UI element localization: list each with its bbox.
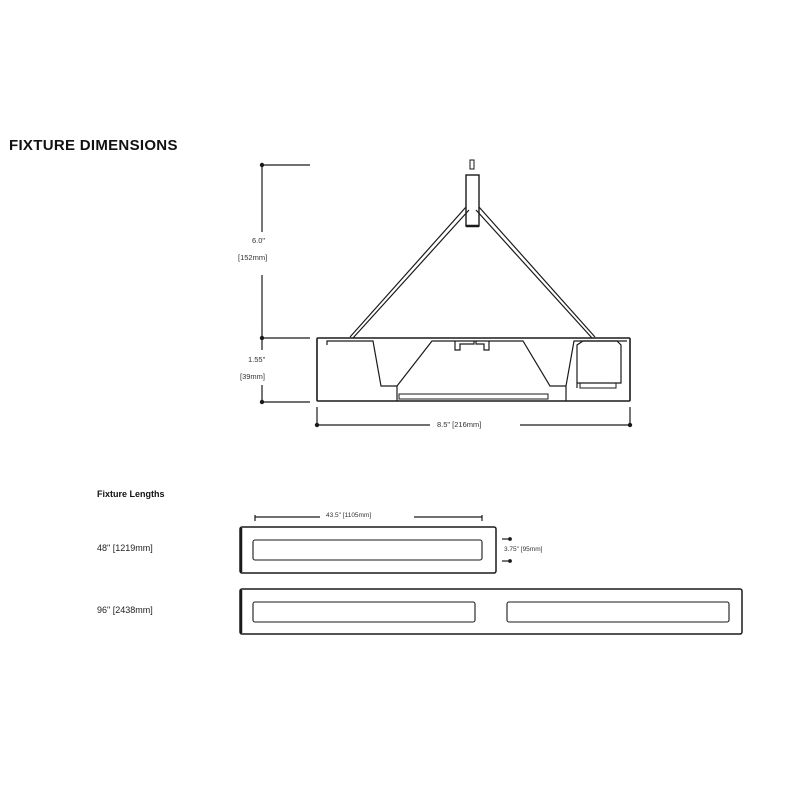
height-total-inches: 6.0": [252, 236, 266, 245]
lens-96-right: [506, 601, 730, 623]
height-fixture-mm: [39mm]: [240, 372, 266, 381]
page-title: FIXTURE DIMENSIONS: [9, 137, 178, 154]
length-48-label: 48" [1219mm]: [97, 543, 153, 553]
height-fixture-inches: 1.55": [248, 355, 266, 364]
fixture-48-plan: [239, 526, 497, 574]
height-total-mm: [152mm]: [238, 253, 268, 262]
fixture-lengths-heading: Fixture Lengths: [97, 489, 165, 499]
lens-96-left: [252, 601, 476, 623]
fixture-96-plan: [239, 588, 743, 635]
lens-48: [252, 539, 483, 561]
width-label: 8.5" [216mm]: [437, 420, 482, 429]
fixture-width-label: 3.75" [95mm]: [504, 546, 543, 553]
length-96-label: 96" [2438mm]: [97, 605, 153, 615]
lens: [398, 393, 549, 400]
fixture-body: [316, 337, 631, 402]
canopy: [465, 174, 480, 227]
lens-length-label: 43.5" [1105mm]: [326, 512, 372, 519]
